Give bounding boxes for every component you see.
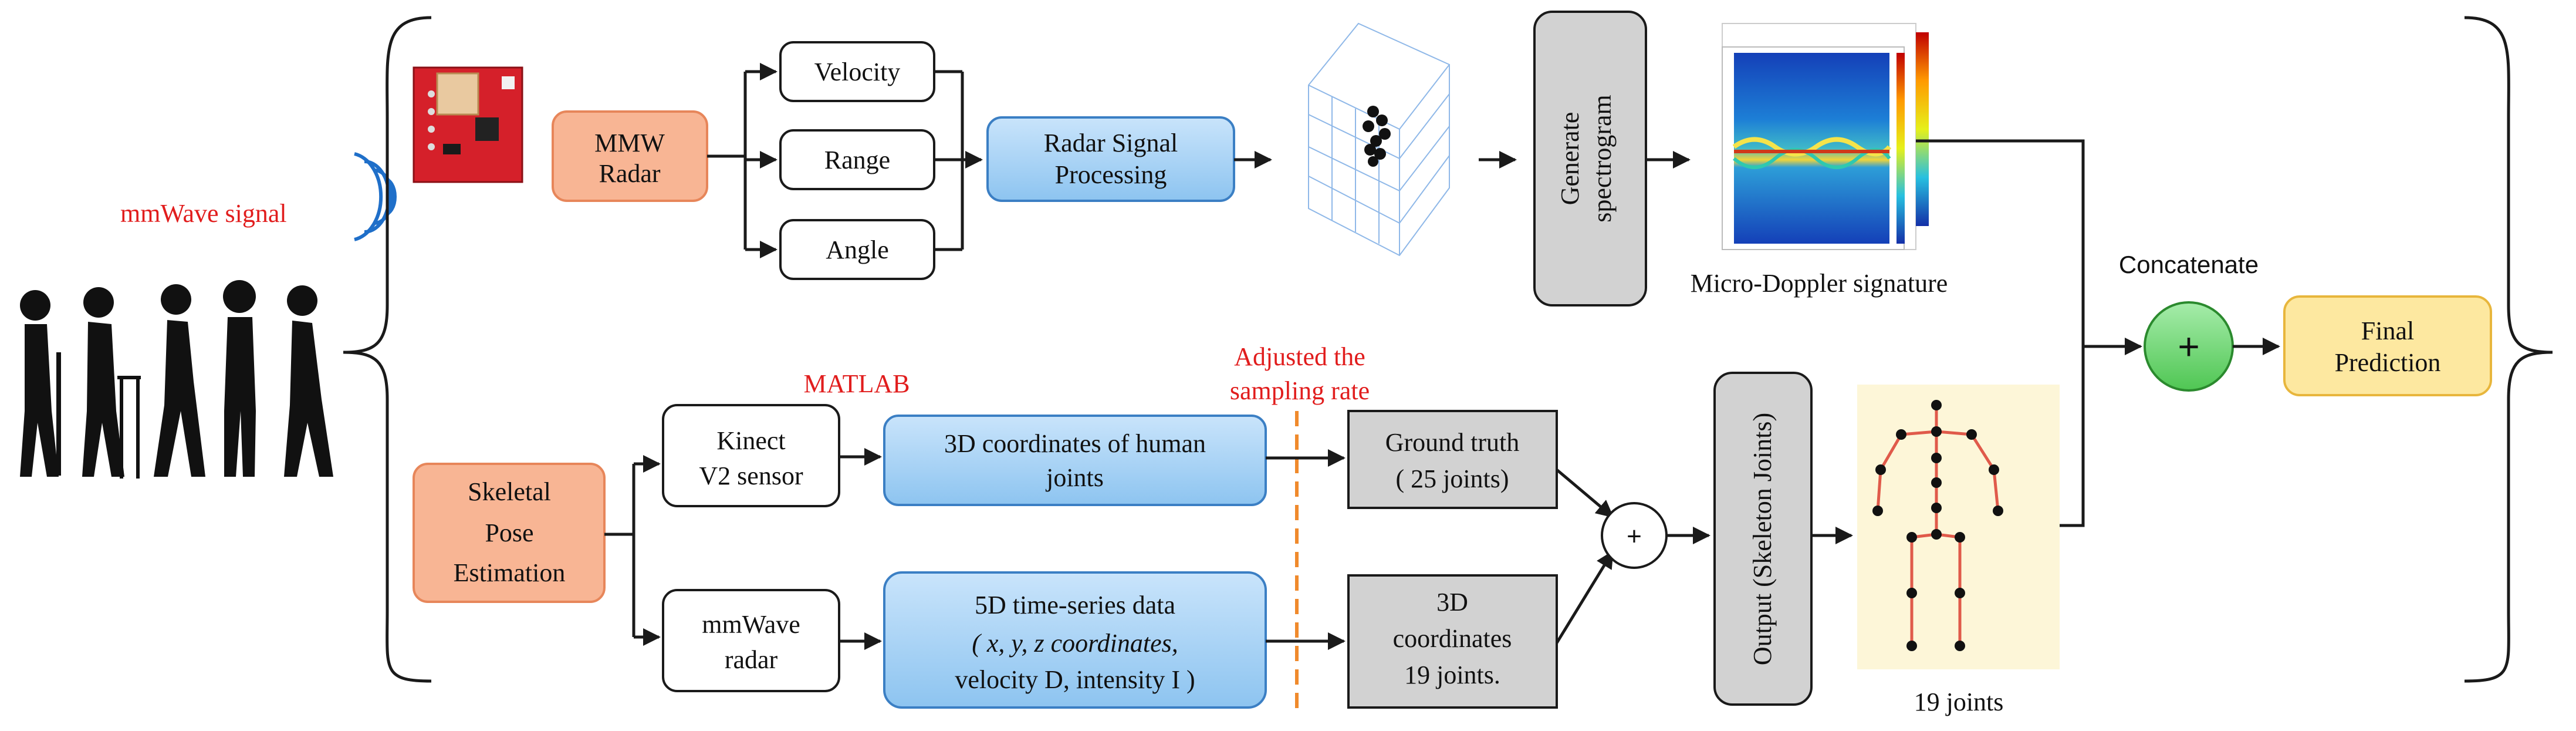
connector-spectrogram-concat — [1916, 139, 2085, 346]
output-skeleton-label: Output (Skeleton Joints) — [1748, 413, 1777, 665]
kinect-line1: Kinect — [716, 426, 785, 455]
angle-label: Angle — [826, 235, 889, 264]
velocity-label: Velocity — [814, 58, 901, 86]
rsp-line2: Processing — [1055, 160, 1167, 189]
spe-line1: Skeletal — [468, 477, 551, 506]
output-skeleton-box — [1713, 372, 1813, 706]
ground-truth-line1: Ground truth — [1385, 428, 1520, 457]
concatenate-label: Concatenate — [2119, 251, 2259, 278]
micro-doppler-label: Micro-Doppler signature — [1691, 269, 1948, 298]
kinect-line2: V2 sensor — [699, 461, 803, 490]
point-cloud-3d-icon — [1308, 22, 1450, 257]
mmwave-radar-line2: radar — [725, 645, 778, 674]
mmw-radar-line1: MMW — [594, 129, 665, 157]
ts5d-line3: velocity D, intensity I ) — [955, 665, 1195, 694]
right-brace — [2464, 16, 2553, 683]
mmw-radar-line2: Radar — [599, 159, 660, 188]
spe-line3: Estimation — [454, 558, 566, 587]
mmwave-signal-label: mmWave signal — [120, 199, 287, 228]
ground-truth-box — [1347, 410, 1558, 509]
ts5d-line2: ( x, y, z coordinates, — [972, 629, 1178, 658]
left-brace — [343, 16, 432, 683]
radar-board-icon — [413, 66, 523, 183]
skeleton-figure-icon — [1857, 385, 2060, 669]
matlab-label: MATLAB — [804, 369, 910, 398]
final-line1: Final — [2361, 316, 2414, 345]
coords19-line3: 19 joints. — [1404, 661, 1500, 689]
concatenate-plus-sign: + — [2178, 325, 2199, 368]
adjusted-line1: Adjusted the — [1234, 342, 1365, 371]
coords19-line2: coordinates — [1393, 624, 1512, 653]
coords3d-line1: 3D coordinates of human — [944, 429, 1206, 458]
final-prediction-box — [2283, 295, 2492, 396]
walking-people-icon — [20, 280, 333, 479]
coords-19-joints-box — [1347, 574, 1558, 709]
adjusted-line2: sampling rate — [1230, 376, 1370, 405]
coords3d-line2: joints — [1045, 463, 1104, 492]
mmwave-radar-line1: mmWave — [702, 610, 800, 639]
ground-truth-line2: ( 25 joints) — [1395, 464, 1509, 493]
fusion-plus-sign: + — [1627, 522, 1642, 551]
spe-line2: Pose — [485, 518, 533, 547]
coords19-line1: 3D — [1436, 588, 1468, 617]
arrow-gt-to-fuse — [1556, 469, 1614, 518]
range-label: Range — [824, 146, 890, 174]
joints-19-label: 19 joints — [1914, 688, 2004, 716]
generate-line2: spectrogram — [1588, 95, 1617, 222]
arrow-19-to-fuse — [1555, 550, 1614, 644]
mmwave-radar-box — [662, 589, 840, 692]
wave-signal-icon — [354, 152, 397, 241]
kinect-sensor-box — [662, 404, 840, 507]
spectrogram-image — [1722, 23, 1929, 250]
human-joints-3d-box — [883, 415, 1267, 506]
rsp-line1: Radar Signal — [1044, 129, 1178, 157]
final-line2: Prediction — [2335, 348, 2441, 377]
generate-line1: Generate — [1556, 112, 1584, 206]
ts5d-line1: 5D time-series data — [975, 591, 1175, 619]
